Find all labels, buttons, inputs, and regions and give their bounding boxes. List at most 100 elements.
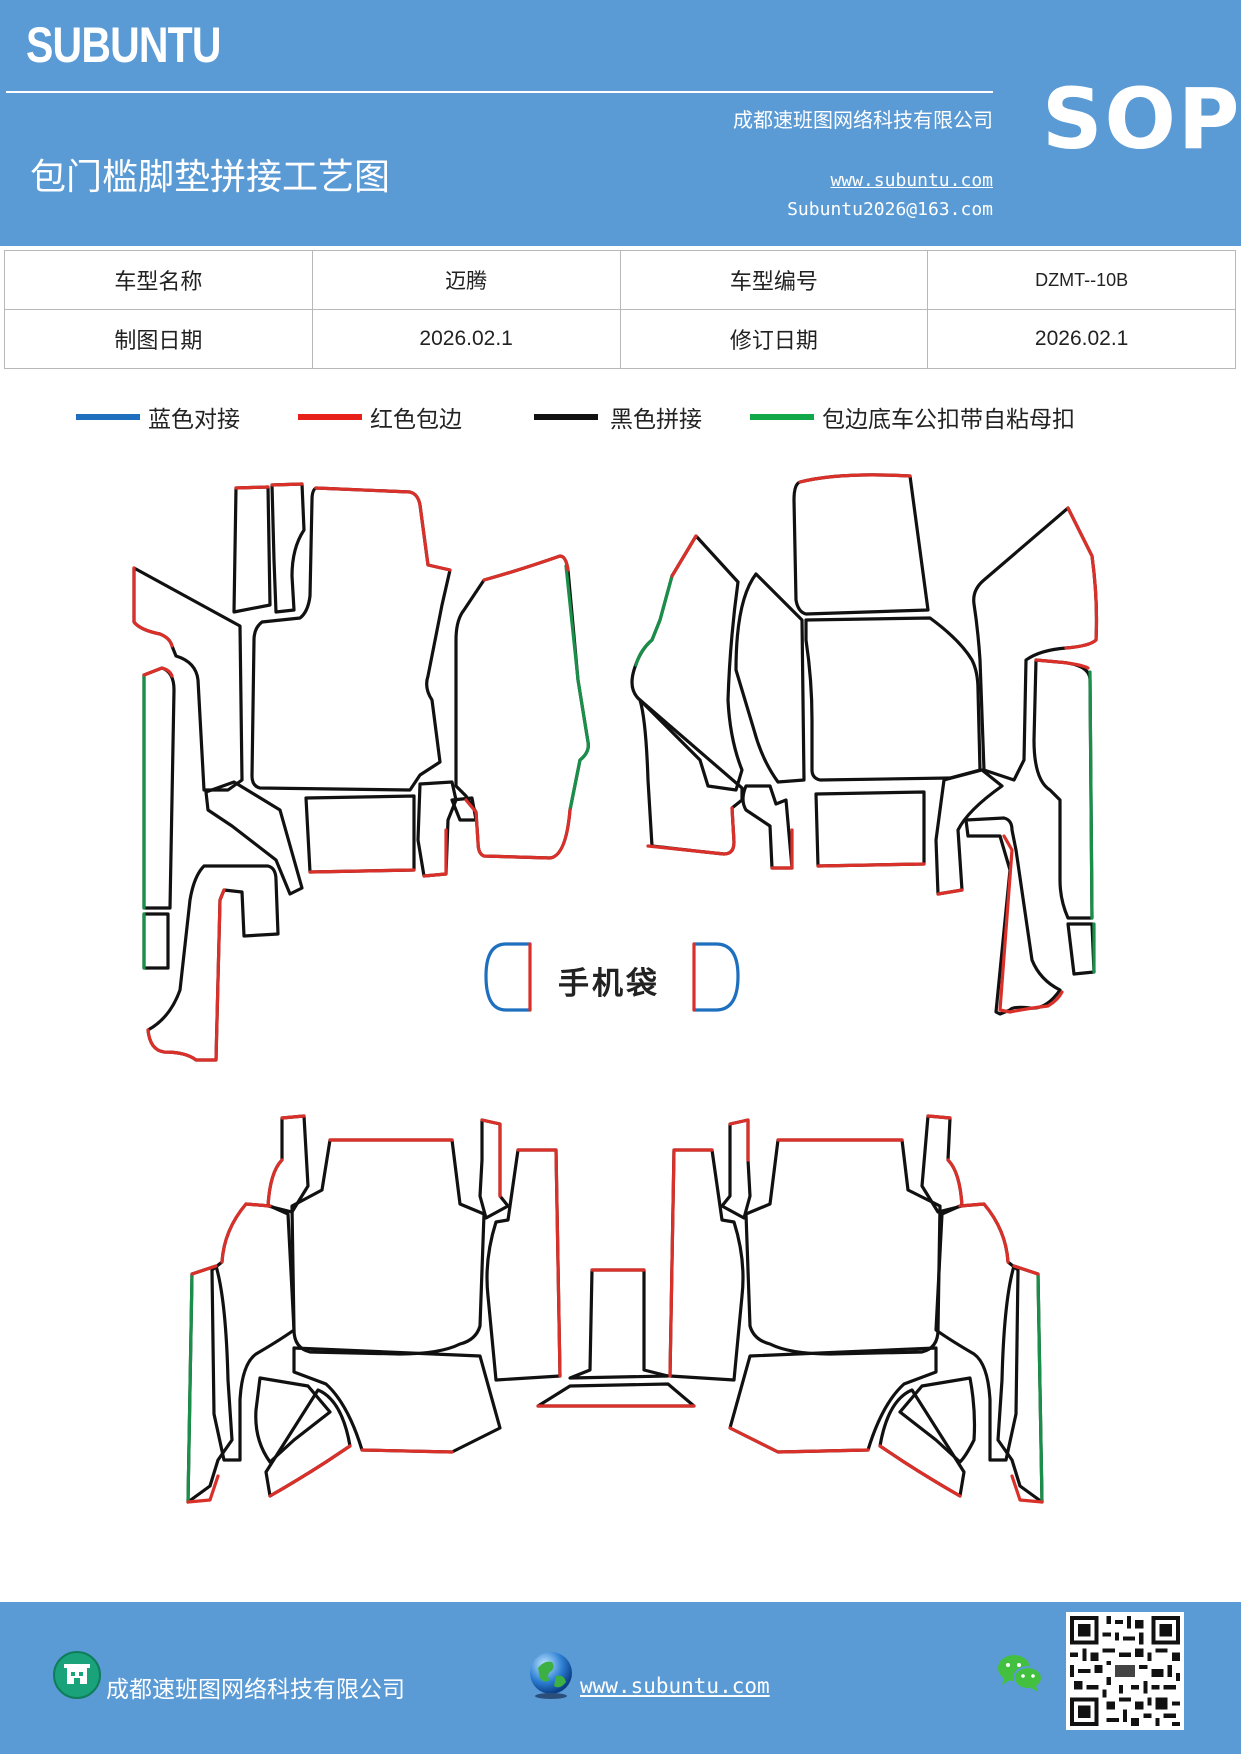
front-left-door-piece-red (422, 828, 448, 878)
legend-item-red: 红色包边 (298, 400, 462, 434)
front-left-main-edge (314, 486, 452, 572)
front-left-tail-red (146, 888, 226, 1062)
front-right-left-strip (734, 572, 806, 784)
label-revise-date: 修订日期 (619, 309, 929, 369)
front-right-small-tab (741, 784, 794, 870)
phone-pocket-left-blue (484, 942, 532, 1012)
rear-left-main-panel (290, 1138, 486, 1356)
legend-item-green: 包边底车公扣带自粘母扣 (750, 400, 1075, 434)
label-model-code: 车型编号 (619, 250, 929, 310)
rear-right-diag-strip (878, 1388, 966, 1498)
footer-company-name: 成都速班图网络科技有限公司 (106, 1677, 405, 1703)
rear-right-outer-panel-red (958, 1202, 1010, 1264)
front-right-main-panel (804, 616, 982, 782)
front-left-side-flap (132, 566, 244, 792)
legend-label: 包边底车公扣带自粘母扣 (822, 407, 1075, 433)
front-right-tail-red (998, 834, 1064, 1014)
rear-right-center-block-red (668, 1148, 714, 1378)
front-left-main-panel (250, 486, 452, 792)
globe-icon (530, 1652, 572, 1699)
legend-item-blue: 蓝色对接 (76, 400, 240, 434)
footer-website-link[interactable]: www.subuntu.com (580, 1674, 770, 1698)
front-left-connector (204, 780, 304, 896)
rear-right-sill-green (1036, 1272, 1044, 1504)
front-left-right-panel-green (564, 564, 590, 812)
rear-left-outer-panel-red (220, 1202, 272, 1264)
rear-left-diag-strip-red (268, 1444, 352, 1498)
rear-right-arc-piece (898, 1376, 977, 1464)
rear-left-top-tab-left-red (266, 1114, 306, 1208)
legend-label: 红色包边 (370, 407, 462, 433)
front-right-outer-panel-red (1064, 506, 1099, 650)
rear-right-top-tab-right-red (926, 1114, 964, 1208)
phone-pocket-left (484, 942, 532, 1012)
header-banner: SUBUNTU 成都速班图网络科技有限公司 包门槛脚垫拼接工艺图 www.sub… (0, 0, 1241, 246)
front-right-sill-green (1088, 670, 1094, 920)
front-left-sill-red (142, 666, 174, 678)
front-left-strip-a-edge (234, 485, 270, 490)
front-right-top-panel-red (798, 473, 912, 484)
mat-splicing-diagram (132, 473, 1099, 1504)
front-right-sill-strip (1032, 658, 1094, 920)
front-left-side-flap-edge (132, 566, 174, 648)
legend-swatch-blue (76, 414, 140, 420)
table-row: 车型名称 迈腾 车型编号 DZMT--10B (4, 250, 1236, 310)
header-divider (6, 91, 993, 93)
rear-left-diag-strip (264, 1388, 352, 1498)
front-left-right-panel-red-bottom (464, 798, 572, 860)
wechat-icon[interactable] (996, 1652, 1044, 1694)
sop-badge: SOP (1042, 70, 1241, 168)
rear-right-top-tab-left (720, 1118, 752, 1220)
center-hump-top (568, 1268, 670, 1380)
rear-left-center-block (485, 1148, 562, 1382)
front-left-sill-strip (142, 666, 176, 910)
front-right-rear-block-red (816, 862, 926, 868)
front-right-mat (630, 473, 1099, 1016)
website-link[interactable]: www.subuntu.com (830, 170, 993, 191)
rear-left-lower-panel (292, 1346, 502, 1454)
legend-swatch-green (750, 414, 814, 420)
front-left-right-panel-red-top (482, 554, 570, 582)
rear-right-center-block (668, 1148, 745, 1382)
center-hump-base (536, 1382, 696, 1408)
table-row: 制图日期 2026.02.1 修订日期 2026.02.1 (4, 309, 1236, 369)
value-draw-date: 2026.02.1 (311, 309, 621, 369)
front-left-strip-a (232, 485, 272, 614)
front-left-mat (132, 482, 590, 1062)
rear-right-main-panel (744, 1138, 942, 1356)
rear-left-sill-red (186, 1264, 220, 1504)
front-left-strip-b-edge (270, 482, 304, 487)
qr-code-icon[interactable] (1066, 1612, 1184, 1730)
label-model-name: 车型名称 (4, 250, 313, 310)
legend-label: 黑色拼接 (610, 407, 702, 433)
front-right-tail (964, 816, 1062, 1016)
rear-left-top-tab-right (478, 1118, 510, 1220)
rear-left-arc-piece (254, 1376, 332, 1464)
front-right-small-end (1066, 922, 1096, 976)
front-right-side-panel-green (634, 574, 674, 667)
front-left-rear-block-red (308, 868, 416, 874)
rear-left-sill-green (186, 1272, 194, 1504)
rear-right-lower-panel-red (728, 1426, 870, 1454)
color-legend: 蓝色对接 红色包边 黑色拼接 包边底车公扣带自粘母扣 (0, 400, 1241, 440)
legend-item-black: 黑色拼接 (534, 400, 702, 434)
front-right-side-bottom-red (646, 806, 736, 856)
contact-email: Subuntu2026@163.com (787, 199, 993, 220)
vehicle-info-table: 车型名称 迈腾 车型编号 DZMT--10B 制图日期 2026.02.1 修订… (4, 250, 1236, 369)
rear-right-top-tab-left-red (728, 1118, 750, 1162)
front-right-connector-red (936, 888, 964, 896)
company-name: 成都速班图网络科技有限公司 (733, 108, 993, 132)
phone-pocket-label: 手机袋 (558, 966, 660, 1002)
legend-swatch-red (298, 414, 362, 420)
center-tunnel-mat (536, 1268, 696, 1408)
building-icon (53, 1651, 101, 1699)
phone-pocket-right (692, 942, 740, 1012)
value-model-name: 迈腾 (311, 250, 621, 310)
front-right-rear-block (814, 790, 926, 868)
rear-left-top-tab-left (266, 1114, 310, 1214)
rear-left-lower-panel-red (360, 1448, 454, 1454)
rear-right-sill-strip (996, 1264, 1044, 1504)
rear-left-sill-strip (186, 1264, 234, 1504)
rear-left-center-block-red (516, 1148, 562, 1378)
legend-label: 蓝色对接 (148, 407, 240, 433)
